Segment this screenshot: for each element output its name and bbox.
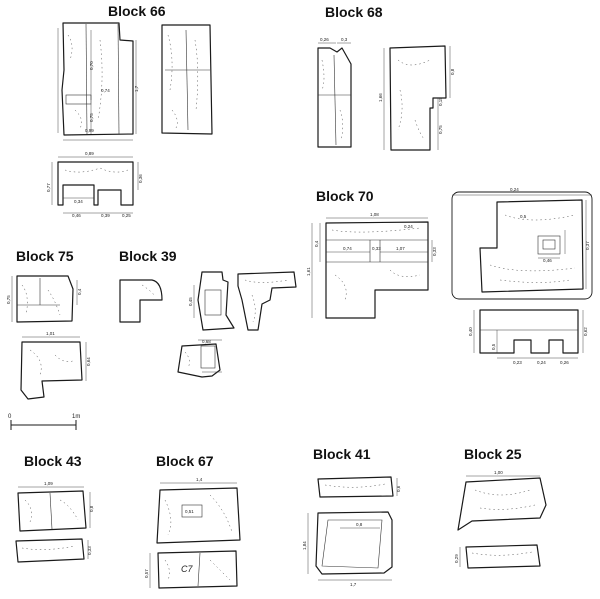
dim-66-j: 0,39	[101, 213, 110, 218]
dim-43-a: 1,09	[44, 481, 53, 486]
dim-39-b: 0,68	[202, 339, 211, 344]
dim-68-f: 0,75	[438, 125, 443, 134]
dim-70-h: 0,33	[432, 247, 437, 256]
dim-25-a: 1,00	[494, 470, 503, 475]
dim-70-i: 0,24	[510, 187, 519, 192]
dim-75-d: 0,64	[86, 357, 91, 366]
dim-70-l: 0,46	[543, 258, 552, 263]
scale-start: 0	[8, 414, 12, 420]
mark-67-c7: C7	[181, 564, 193, 574]
block-25-title: Block 25	[464, 446, 522, 462]
scale-end: 1m	[72, 414, 80, 420]
block-70-drawings: 1,08 0,24 1,61 0,4 0,74 0,33 1,07 0,33 0…	[306, 187, 593, 365]
dim-70-b: 0,24	[404, 224, 413, 229]
scale-bar: 0 1m	[8, 414, 80, 430]
dim-66-g: 0,77	[46, 183, 51, 192]
dim-70-p: 0,23	[513, 360, 522, 365]
dim-66-f: 0,89	[85, 151, 94, 156]
dim-70-m: 0,40	[468, 327, 473, 336]
block-39-drawings: 0,45 0,68	[119, 271, 297, 378]
dim-66-a: 0,99	[85, 128, 94, 133]
block-68-title: Block 68	[325, 4, 383, 20]
block-67-drawings: 1,4 0,51 0,57 C7	[144, 477, 241, 589]
dim-41-d: 1,7	[350, 582, 357, 587]
dim-43-b: 0,8	[89, 505, 94, 512]
block-75-title: Block 75	[16, 248, 74, 264]
dim-41-b: 1,84	[302, 541, 307, 550]
block-67-title: Block 67	[156, 453, 214, 469]
dim-70-k: 0,37	[585, 241, 590, 250]
dim-66-i: 0,46	[72, 213, 81, 218]
dim-70-e: 0,74	[343, 246, 352, 251]
dim-68-b: 0,3	[341, 37, 348, 42]
block-39-title: Block 39	[119, 248, 177, 264]
block-68-drawings: 0,26 0,3 1,66 0,8 0,15 0,75	[317, 37, 455, 151]
dim-70-f: 0,33	[372, 246, 381, 251]
dim-75-c: 1,01	[46, 331, 55, 336]
dim-70-r: 0,26	[560, 360, 569, 365]
block-43-drawings: 1,09 0,8 0,33	[15, 481, 94, 563]
dim-66-k: 0,36	[138, 174, 143, 183]
block-70-title: Block 70	[316, 188, 374, 204]
dim-70-c: 1,61	[306, 267, 311, 276]
dim-70-n: 0,62	[583, 327, 588, 336]
dim-75-a: 0,75	[6, 295, 11, 304]
dim-41-c: 0,8	[356, 522, 363, 527]
block-75-drawings: 0,75 0,4 1,01 0,64	[6, 275, 91, 400]
dim-39-a: 0,45	[188, 297, 193, 306]
dim-66-d: 0,75	[89, 113, 94, 122]
block-25-drawings: 1,00 0,29	[454, 470, 547, 569]
dim-43-c: 0,33	[87, 546, 92, 555]
dim-67-a: 1,4	[196, 477, 203, 482]
dim-70-j: 0,5	[520, 214, 527, 219]
dim-66-h: 0,34	[74, 199, 83, 204]
dim-41-a: 0,6	[396, 485, 401, 492]
dim-68-a: 0,26	[320, 37, 329, 42]
block-41-drawings: 0,6 1,84 0,8 1,7	[302, 476, 401, 587]
dim-70-d: 0,4	[314, 240, 319, 247]
dim-70-a: 1,08	[370, 212, 379, 217]
dim-70-g: 1,07	[396, 246, 405, 251]
block-41-title: Block 41	[313, 446, 371, 462]
dim-68-d: 0,8	[450, 68, 455, 75]
dim-66-l: 0,25	[122, 213, 131, 218]
dim-67-b: 0,51	[185, 509, 194, 514]
dim-70-q: 0,24	[537, 360, 546, 365]
block-66-title: Block 66	[108, 3, 166, 19]
dim-67-c: 0,57	[144, 569, 149, 578]
dim-75-b: 0,4	[77, 288, 82, 295]
dim-25-b: 0,29	[454, 554, 459, 563]
block-43-title: Block 43	[24, 453, 82, 469]
block-66-drawings: 0,99 0,70 0,74 0,75 1,7 0,89 0,77 0,34 0…	[46, 22, 213, 218]
dim-70-o: 0,5	[491, 343, 496, 350]
dim-68-c: 1,66	[378, 93, 383, 102]
dim-68-e: 0,15	[438, 97, 443, 106]
dim-66-c: 0,74	[101, 88, 110, 93]
dim-66-e: 1,7	[134, 85, 139, 92]
dim-66-b: 0,70	[89, 61, 94, 70]
